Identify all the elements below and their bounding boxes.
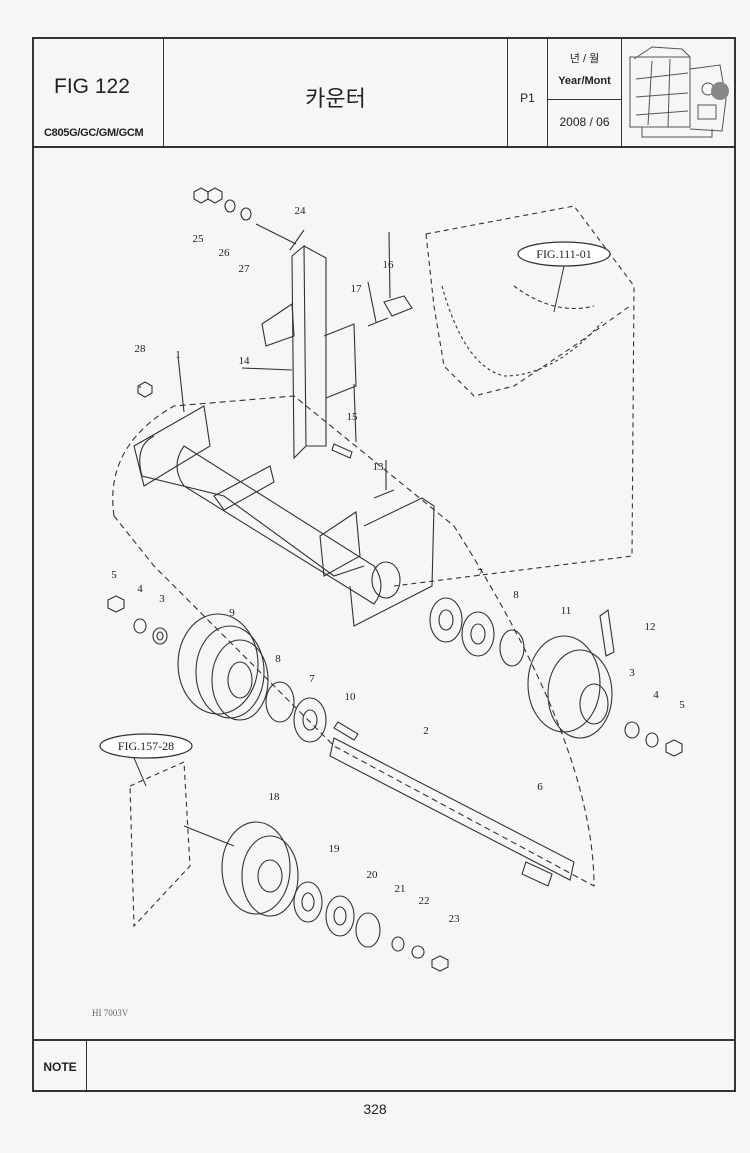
drawing-code: HI 7003V — [92, 1008, 129, 1018]
callout-26: 26 — [219, 247, 231, 259]
header: FIG 122 C805G/GC/GM/GCM 카운터 P1 년 / 월 Yea… — [34, 39, 734, 148]
callout-4-right: 4 — [653, 689, 659, 701]
callout-7-left: 7 — [309, 673, 315, 685]
callout-23: 23 — [449, 913, 461, 925]
fig-number: FIG 122 — [54, 75, 130, 98]
callout-21: 21 — [395, 883, 406, 895]
parts-drawing: FIG.111-01 FIG.157-28 HI 7003V 1 2 3 3 4… — [92, 187, 685, 1018]
callout-11: 11 — [561, 605, 572, 617]
callout-27: 27 — [239, 263, 251, 275]
note-label: NOTE — [43, 1060, 77, 1074]
fig-ref-111-01: FIG.111-01 — [536, 247, 591, 261]
callout-4-left: 4 — [137, 583, 143, 595]
callout-8-right: 8 — [513, 589, 519, 601]
page-cell: P1 — [508, 39, 548, 146]
callout-19: 19 — [329, 843, 341, 855]
callout-16: 16 — [383, 259, 395, 271]
year-month-ko: 년 / 월 — [569, 53, 600, 65]
callout-8-left: 8 — [275, 653, 281, 665]
page-label: P1 — [520, 91, 535, 105]
callout-7-right: 7 — [477, 567, 483, 579]
callout-10: 10 — [345, 691, 357, 703]
callout-3-right: 3 — [629, 667, 635, 679]
model-codes: C805G/GC/GM/GCM — [44, 127, 144, 139]
parts-sheet: FIG 122 C805G/GC/GM/GCM 카운터 P1 년 / 월 Yea… — [32, 37, 736, 1092]
fig-ref-157-28: FIG.157-28 — [118, 739, 174, 753]
callout-15: 15 — [347, 411, 359, 423]
callout-5-right: 5 — [679, 699, 685, 711]
callout-24: 24 — [295, 205, 307, 217]
date-value: 2008 / 06 — [559, 115, 610, 129]
callout-25: 25 — [193, 233, 205, 245]
page-title: 카운터 — [305, 86, 366, 111]
date-cell: 년 / 월 Year/Mont 2008 / 06 — [548, 39, 622, 146]
callout-28: 28 — [135, 343, 147, 355]
callout-13: 13 — [373, 461, 385, 473]
title-cell: 카운터 — [164, 39, 508, 146]
date-header: 년 / 월 Year/Mont — [548, 39, 621, 100]
page-number: 328 — [363, 1101, 387, 1117]
year-month-en: Year/Mont — [558, 75, 611, 87]
callout-18: 18 — [269, 791, 281, 803]
callout-3-left: 3 — [159, 593, 165, 605]
note-row: NOTE — [34, 1039, 734, 1092]
machine-thumbnail — [622, 39, 734, 146]
callout-12: 12 — [645, 621, 656, 633]
callout-1: 1 — [175, 349, 181, 361]
callout-5-left: 5 — [111, 569, 117, 581]
callout-17: 17 — [351, 283, 363, 295]
fig-number-cell: FIG 122 C805G/GC/GM/GCM — [34, 39, 164, 146]
callout-20: 20 — [367, 869, 379, 881]
callout-14: 14 — [239, 355, 251, 367]
note-label-cell: NOTE — [34, 1041, 87, 1092]
exploded-diagram: FIG.111-01 FIG.157-28 HI 7003V 1 2 3 3 4… — [34, 146, 734, 1039]
callout-9: 9 — [229, 607, 235, 619]
callout-2: 2 — [423, 725, 429, 737]
callout-6: 6 — [537, 781, 543, 793]
callout-22: 22 — [419, 895, 430, 907]
